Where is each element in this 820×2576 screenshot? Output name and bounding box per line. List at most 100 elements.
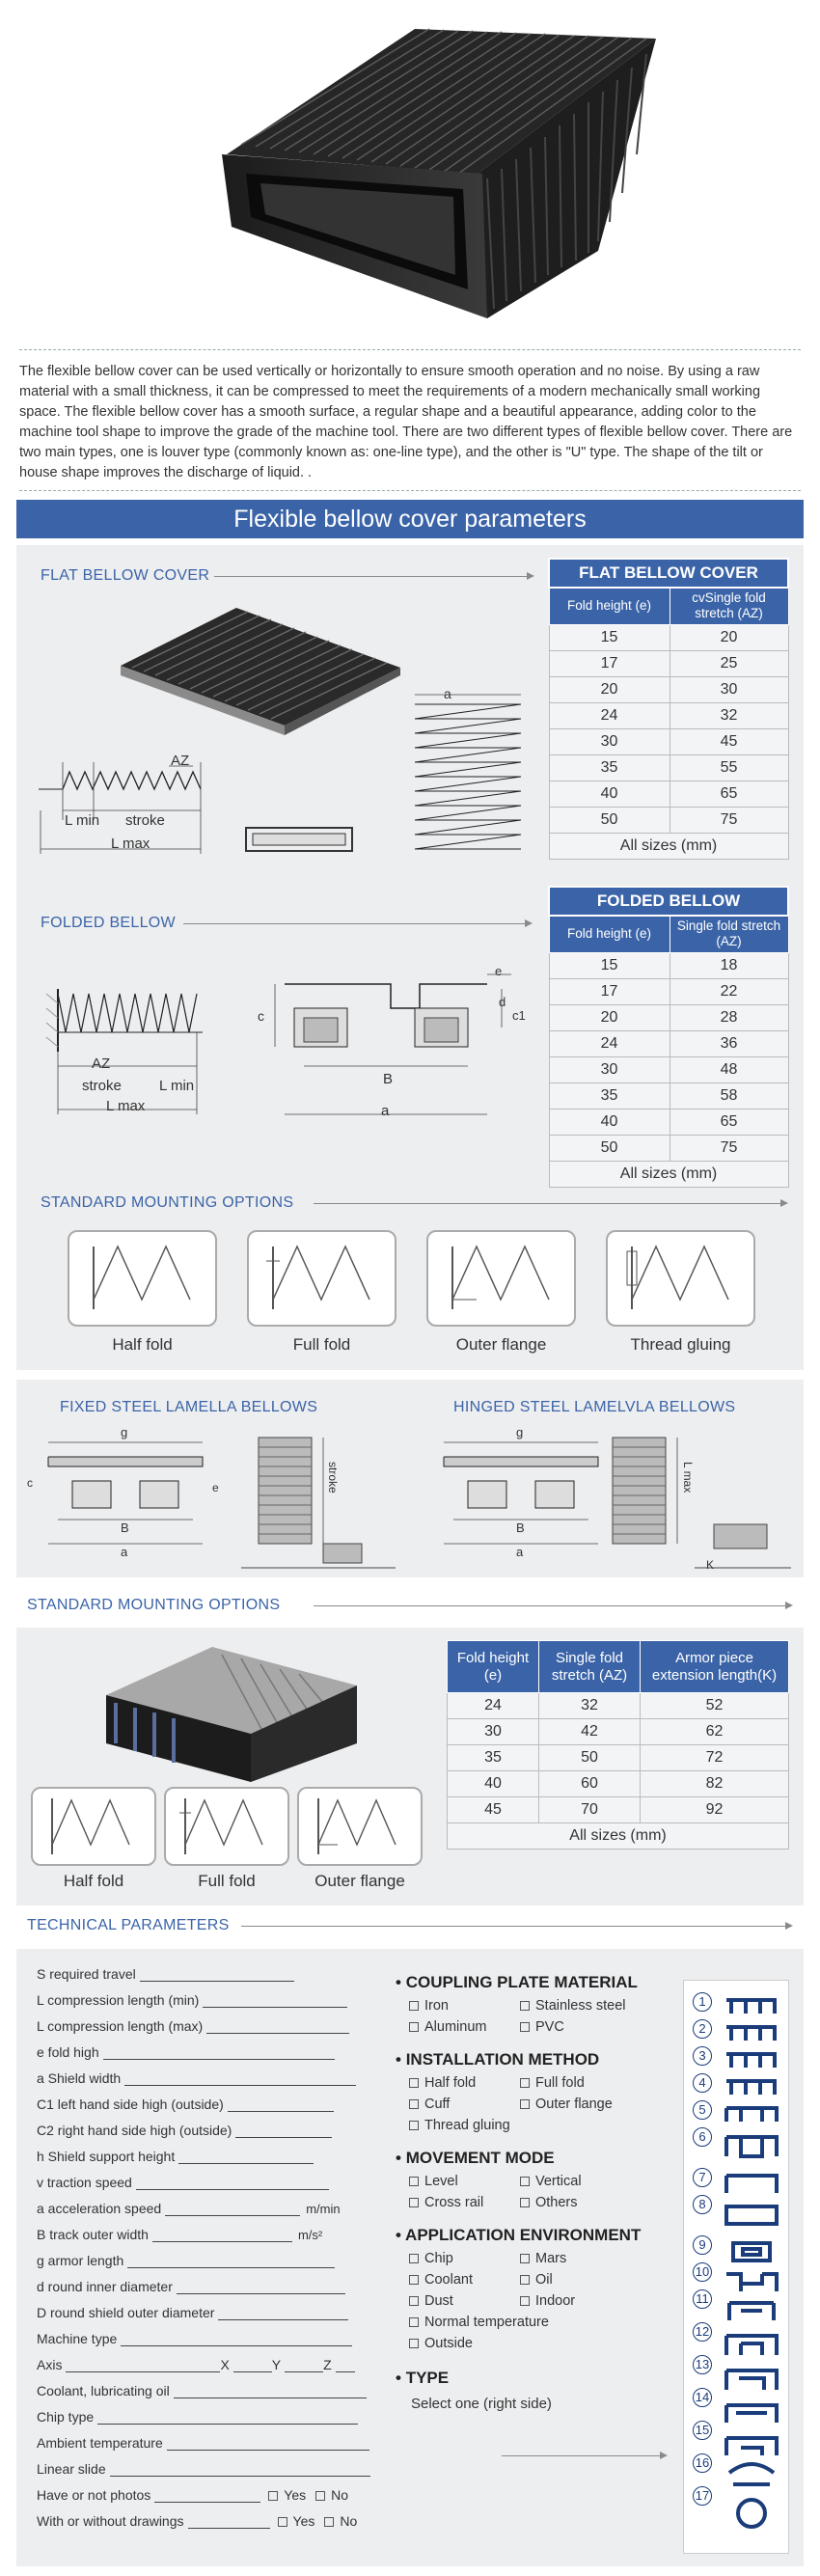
option-mars[interactable]: Mars bbox=[520, 2251, 655, 2266]
table-cell: 50 bbox=[548, 1134, 670, 1162]
type-number[interactable]: 11 bbox=[693, 2289, 712, 2309]
dim-label-d: d bbox=[499, 995, 506, 1009]
table-cell: 45 bbox=[669, 727, 789, 755]
table-cell: 50 bbox=[538, 1744, 641, 1771]
table-cell: 17 bbox=[548, 649, 670, 677]
no-option[interactable]: No bbox=[315, 2487, 348, 2503]
type-number[interactable]: 12 bbox=[693, 2322, 712, 2342]
axis-x-input[interactable] bbox=[66, 2359, 221, 2372]
option-outer-flange[interactable]: Outer flange bbox=[520, 2096, 655, 2112]
option-level[interactable]: Level bbox=[409, 2174, 520, 2189]
table-cell: 52 bbox=[640, 1692, 789, 1719]
type-number[interactable]: 16 bbox=[693, 2453, 712, 2473]
field-input[interactable] bbox=[178, 2151, 314, 2164]
field-input[interactable] bbox=[176, 2281, 345, 2294]
option-dust[interactable]: Dust bbox=[409, 2293, 520, 2309]
table-cell: 72 bbox=[640, 1744, 789, 1771]
option-thread-gluing[interactable]: Thread gluing bbox=[409, 2118, 520, 2133]
form-row: h Shield support height bbox=[37, 2138, 413, 2164]
field-input[interactable] bbox=[227, 2098, 334, 2112]
option-chip[interactable]: Chip bbox=[409, 2251, 520, 2266]
table-cell: 18 bbox=[669, 951, 789, 979]
axis-z-input[interactable] bbox=[285, 2359, 324, 2372]
yes-option[interactable]: Yes bbox=[268, 2487, 306, 2503]
option-pvc[interactable]: PVC bbox=[520, 2019, 655, 2035]
option-half-fold[interactable]: Half fold bbox=[409, 2075, 520, 2091]
mount-label: Outer flange bbox=[314, 1872, 405, 1890]
mount-label: Outer flange bbox=[455, 1335, 547, 1354]
type-number[interactable]: 6 bbox=[693, 2127, 712, 2147]
table-cell: 75 bbox=[669, 1134, 789, 1162]
dim-label-stroke: stroke bbox=[82, 1078, 122, 1094]
field-input[interactable] bbox=[173, 2385, 367, 2398]
type-number[interactable]: 1 bbox=[693, 1992, 712, 2012]
option-oil[interactable]: Oil bbox=[520, 2272, 655, 2288]
type-number[interactable]: 5 bbox=[693, 2100, 712, 2120]
type-number[interactable]: 13 bbox=[693, 2355, 712, 2374]
option-normal-temperature[interactable]: Normal temperature bbox=[409, 2315, 655, 2330]
type-number[interactable]: 2 bbox=[693, 2019, 712, 2039]
option-aluminum[interactable]: Aluminum bbox=[409, 2019, 520, 2035]
field-input[interactable] bbox=[102, 2046, 335, 2060]
option-iron[interactable]: Iron bbox=[409, 1998, 520, 2014]
option-coolant[interactable]: Coolant bbox=[409, 2272, 520, 2288]
field-input[interactable] bbox=[187, 2515, 270, 2529]
flat-bellow-table: FLAT BELLOW COVER Fold height (e)cvSingl… bbox=[548, 558, 789, 860]
field-input[interactable] bbox=[154, 2489, 261, 2503]
type-number[interactable]: 3 bbox=[693, 2046, 712, 2066]
dim-label-stroke: stroke bbox=[326, 1462, 340, 1494]
field-input[interactable] bbox=[139, 1968, 294, 1982]
option-outside[interactable]: Outside bbox=[409, 2336, 655, 2351]
field-label: a Shield width bbox=[37, 2070, 122, 2086]
table-footer: All sizes (mm) bbox=[447, 1822, 789, 1850]
field-input[interactable] bbox=[109, 2463, 370, 2477]
column-header: Single fold stretch (AZ) bbox=[669, 915, 789, 953]
table-cell: 20 bbox=[548, 1003, 670, 1031]
option-cross-rail[interactable]: Cross rail bbox=[409, 2195, 520, 2210]
field-input[interactable] bbox=[206, 2020, 350, 2034]
column-header: Armor piece extension length(K) bbox=[640, 1640, 789, 1693]
dim-label-lmin: L min bbox=[65, 812, 100, 829]
option-vertical[interactable]: Vertical bbox=[520, 2174, 655, 2189]
fixed-lamella-diagram: g B a stroke e c bbox=[19, 1423, 405, 1577]
field-input[interactable] bbox=[151, 2229, 292, 2242]
no-option[interactable]: No bbox=[324, 2513, 357, 2529]
table-cell: 35 bbox=[447, 1744, 539, 1771]
type-number[interactable]: 17 bbox=[693, 2486, 712, 2506]
field-input[interactable] bbox=[166, 2437, 369, 2451]
table-caption: FOLDED BELLOW bbox=[548, 886, 789, 917]
field-input[interactable] bbox=[165, 2203, 301, 2216]
type-number[interactable]: 4 bbox=[693, 2073, 712, 2093]
option-indoor[interactable]: Indoor bbox=[520, 2293, 655, 2309]
option-cuff[interactable]: Cuff bbox=[409, 2096, 520, 2112]
table-cell: 40 bbox=[548, 780, 670, 808]
axis-y-input[interactable] bbox=[232, 2359, 272, 2372]
option-others[interactable]: Others bbox=[520, 2195, 655, 2210]
dim-label-lmax: L max bbox=[681, 1462, 695, 1494]
type-number[interactable]: 10 bbox=[693, 2262, 712, 2282]
table-caption: FLAT BELLOW COVER bbox=[548, 558, 789, 589]
type-number[interactable]: 7 bbox=[693, 2168, 712, 2187]
form-row: v traction speed bbox=[37, 2164, 413, 2190]
field-input[interactable] bbox=[124, 2072, 357, 2086]
field-input[interactable] bbox=[235, 2124, 333, 2138]
field-input[interactable] bbox=[97, 2411, 359, 2425]
type-number[interactable]: 8 bbox=[693, 2195, 712, 2214]
field-input[interactable] bbox=[127, 2255, 336, 2268]
option-stainless-steel[interactable]: Stainless steel bbox=[520, 1998, 655, 2014]
field-input[interactable] bbox=[218, 2307, 349, 2320]
field-label: B track outer width bbox=[37, 2227, 149, 2242]
type-number[interactable]: 15 bbox=[693, 2421, 712, 2440]
field-input[interactable] bbox=[203, 1994, 348, 2008]
type-number[interactable]: 9 bbox=[693, 2235, 712, 2255]
option-full-fold[interactable]: Full fold bbox=[520, 2075, 655, 2091]
axis-end-input[interactable] bbox=[335, 2359, 355, 2372]
arrow-line bbox=[314, 1199, 788, 1207]
yes-option[interactable]: Yes bbox=[277, 2513, 314, 2529]
dim-label-a: a bbox=[121, 1545, 128, 1559]
field-input[interactable] bbox=[121, 2333, 353, 2346]
hinged-lamella-diagram: g B a L max K bbox=[424, 1423, 801, 1577]
field-input[interactable] bbox=[135, 2177, 329, 2190]
table-cell: 24 bbox=[548, 701, 670, 729]
type-number[interactable]: 14 bbox=[693, 2388, 712, 2407]
